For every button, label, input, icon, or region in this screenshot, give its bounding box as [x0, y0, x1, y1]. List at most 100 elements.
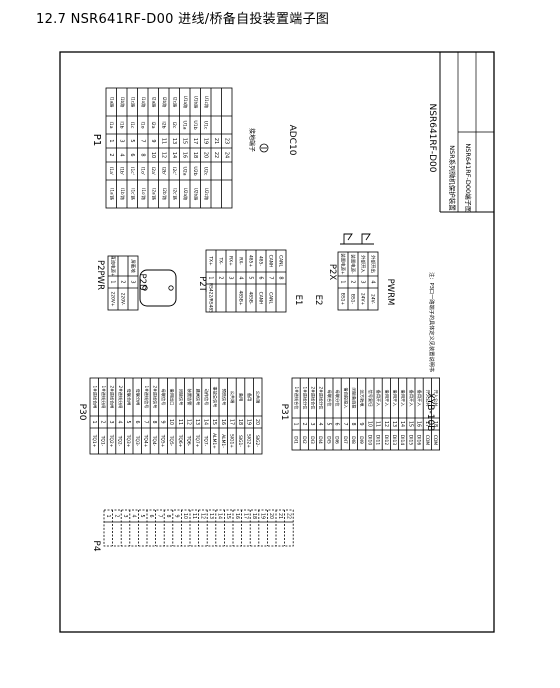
p2t-terminal-block-terminal-number: 3 [228, 276, 234, 279]
p30-terminal-block-desc: 备用出口 [169, 389, 176, 406]
p1-desc-b: U2a路 [182, 188, 189, 201]
drawing-frame [59, 51, 495, 633]
adc10-label: ADC10 [287, 125, 297, 156]
p4-terminal-block-row: 2 [113, 514, 119, 517]
pwrm-terminal-block-desc: 装置电源+ [340, 253, 347, 275]
p1-code-a: U1a [181, 120, 187, 129]
p31-terminal-block-terminal-number: 6 [334, 422, 340, 425]
p31-terminal-block-terminal-number: 7 [342, 422, 348, 425]
p30-terminal-block-code: ALM1- [220, 434, 226, 448]
p31-terminal-block-terminal-number: 13 [391, 421, 397, 427]
pwrm-terminal-block-desc: 装置电源- [350, 254, 357, 274]
ground-icon [259, 143, 269, 153]
p4-terminal-block-row: 1 [105, 514, 111, 517]
p1-desc-a: U1b路 [192, 96, 199, 109]
p30-terminal-block-code: TQ7+ [194, 434, 200, 448]
p30-terminal-block-code: ALM1+ [211, 433, 217, 449]
p2t-terminal-block-desc: RX+ [228, 256, 234, 266]
p1-terminal-number: 12 [160, 152, 166, 158]
p30-terminal-block-desc: 公共端 [255, 391, 262, 404]
p4-terminal-block-row: 21 [277, 513, 283, 519]
p4-terminal-block-terminal-number: 18 [251, 513, 257, 519]
p2pwr-label: P2PWR [95, 260, 105, 290]
p1-desc-a: I1a路 [108, 97, 115, 108]
p4-terminal-block-terminal-number: 11 [191, 513, 197, 519]
p4-terminal-block-row: 10 [182, 513, 188, 519]
p31-terminal-block-desc: 备用开入 [392, 390, 399, 408]
p31-terminal-block-desc: 母联分位 [334, 390, 341, 407]
p30-terminal-block-terminal-number: 15 [211, 419, 217, 425]
note-text: 注：P3口一路端子的具体定义见装置说明书 [428, 272, 436, 372]
p30-terminal-block-terminal-number: 8 [151, 420, 157, 423]
title-block-code: XYB-10B [425, 393, 435, 432]
p31-terminal-block-desc: 母联合位 [326, 390, 333, 407]
p2t-terminal-block-terminal-number: 6 [258, 276, 264, 279]
p31-terminal-block-desc: 闭锁备自投 [351, 388, 358, 409]
p1-desc-a: I2c路 [171, 97, 178, 108]
p30-terminal-block-desc: 公共端 [229, 391, 236, 404]
p1-code-b: I2a' [150, 167, 156, 175]
p1-desc-a: I1c路 [129, 97, 136, 108]
p4-terminal-block-terminal-number: 8 [165, 514, 171, 517]
p30-terminal-block-code: TQ4+ [142, 434, 148, 448]
p30-terminal-block-desc: 母联合闸 [126, 389, 133, 406]
p30-terminal-block-desc: 跳闸信号 [195, 389, 202, 406]
p4-terminal-block-row: 14 [217, 513, 223, 519]
p4-terminal-block-row: 4 [131, 514, 137, 517]
p30-terminal-block-desc: 2#进线分闸 [117, 386, 124, 409]
p2pwr-terminal-block-code: 220V+ [110, 291, 116, 306]
p1-desc-a: I1o路 [140, 97, 147, 108]
p1-terminal-number: 24 [223, 152, 229, 158]
p4-terminal-block-row: 12 [199, 513, 205, 519]
p4-terminal-block-terminal-number: 16 [234, 513, 240, 519]
p30-terminal-block-code: TQ3+ [125, 434, 131, 448]
p30-terminal-block-terminal-number: 13 [194, 419, 200, 425]
p31-terminal-block-terminal-number: 9 [358, 422, 364, 425]
p1-terminal-number: 4 [118, 153, 124, 156]
p4-terminal-block-row: 18 [251, 513, 257, 519]
p1-terminal-number: 19 [202, 138, 208, 144]
p2t-terminal-block-row: RX+ 3 [228, 256, 234, 279]
p30-terminal-block-code: TQ3- [134, 435, 140, 447]
p4-terminal-block-row: 20 [268, 513, 274, 519]
p30-terminal-block-terminal-number: 20 [254, 419, 260, 425]
p2t-terminal-block-desc: 485+ [248, 255, 254, 267]
p30-terminal-block-code: TQ4- [151, 435, 157, 447]
p1-code-a: I2a [150, 121, 156, 128]
pwrm-terminal-block-terminal-number: 4 [370, 280, 376, 283]
p2pwr-terminal-block-desc: 直流电源+ [110, 255, 117, 277]
p1-code-a: U1b [192, 120, 198, 129]
p1-code-b: I1c' [129, 167, 135, 175]
p2t-terminal-block-terminal-number: 4 [238, 276, 244, 279]
p4-terminal-block-row: 13 [208, 513, 214, 519]
p30-terminal-block-terminal-number: 5 [125, 420, 131, 423]
p31-terminal-block-desc: 2#进线合位 [310, 387, 317, 410]
p2t-terminal-block-desc: TX- [218, 256, 224, 264]
p30-terminal-block-terminal-number: 10 [168, 419, 174, 425]
p31-terminal-block: 1#进线合位1DI11#进线分位2DI22#进线合位3DI32#进线分位4DI4… [291, 377, 441, 451]
p31-terminal-block-code: DI7 [342, 436, 348, 444]
title-block-device-line2: NSR641RF-D00端子图 [464, 143, 473, 212]
p1-terminal-number: 15 [181, 138, 187, 144]
p30-terminal-block-code: SIG1+ [228, 434, 234, 448]
pwrm-terminal-block-desc: 外部开出 [370, 255, 377, 273]
p1-terminal-block: I1a路I1a12I1a'I1a'路I1b路I1b34I1b'I1b'路I1c路… [105, 87, 233, 209]
p2x-label: P2X [327, 264, 337, 281]
